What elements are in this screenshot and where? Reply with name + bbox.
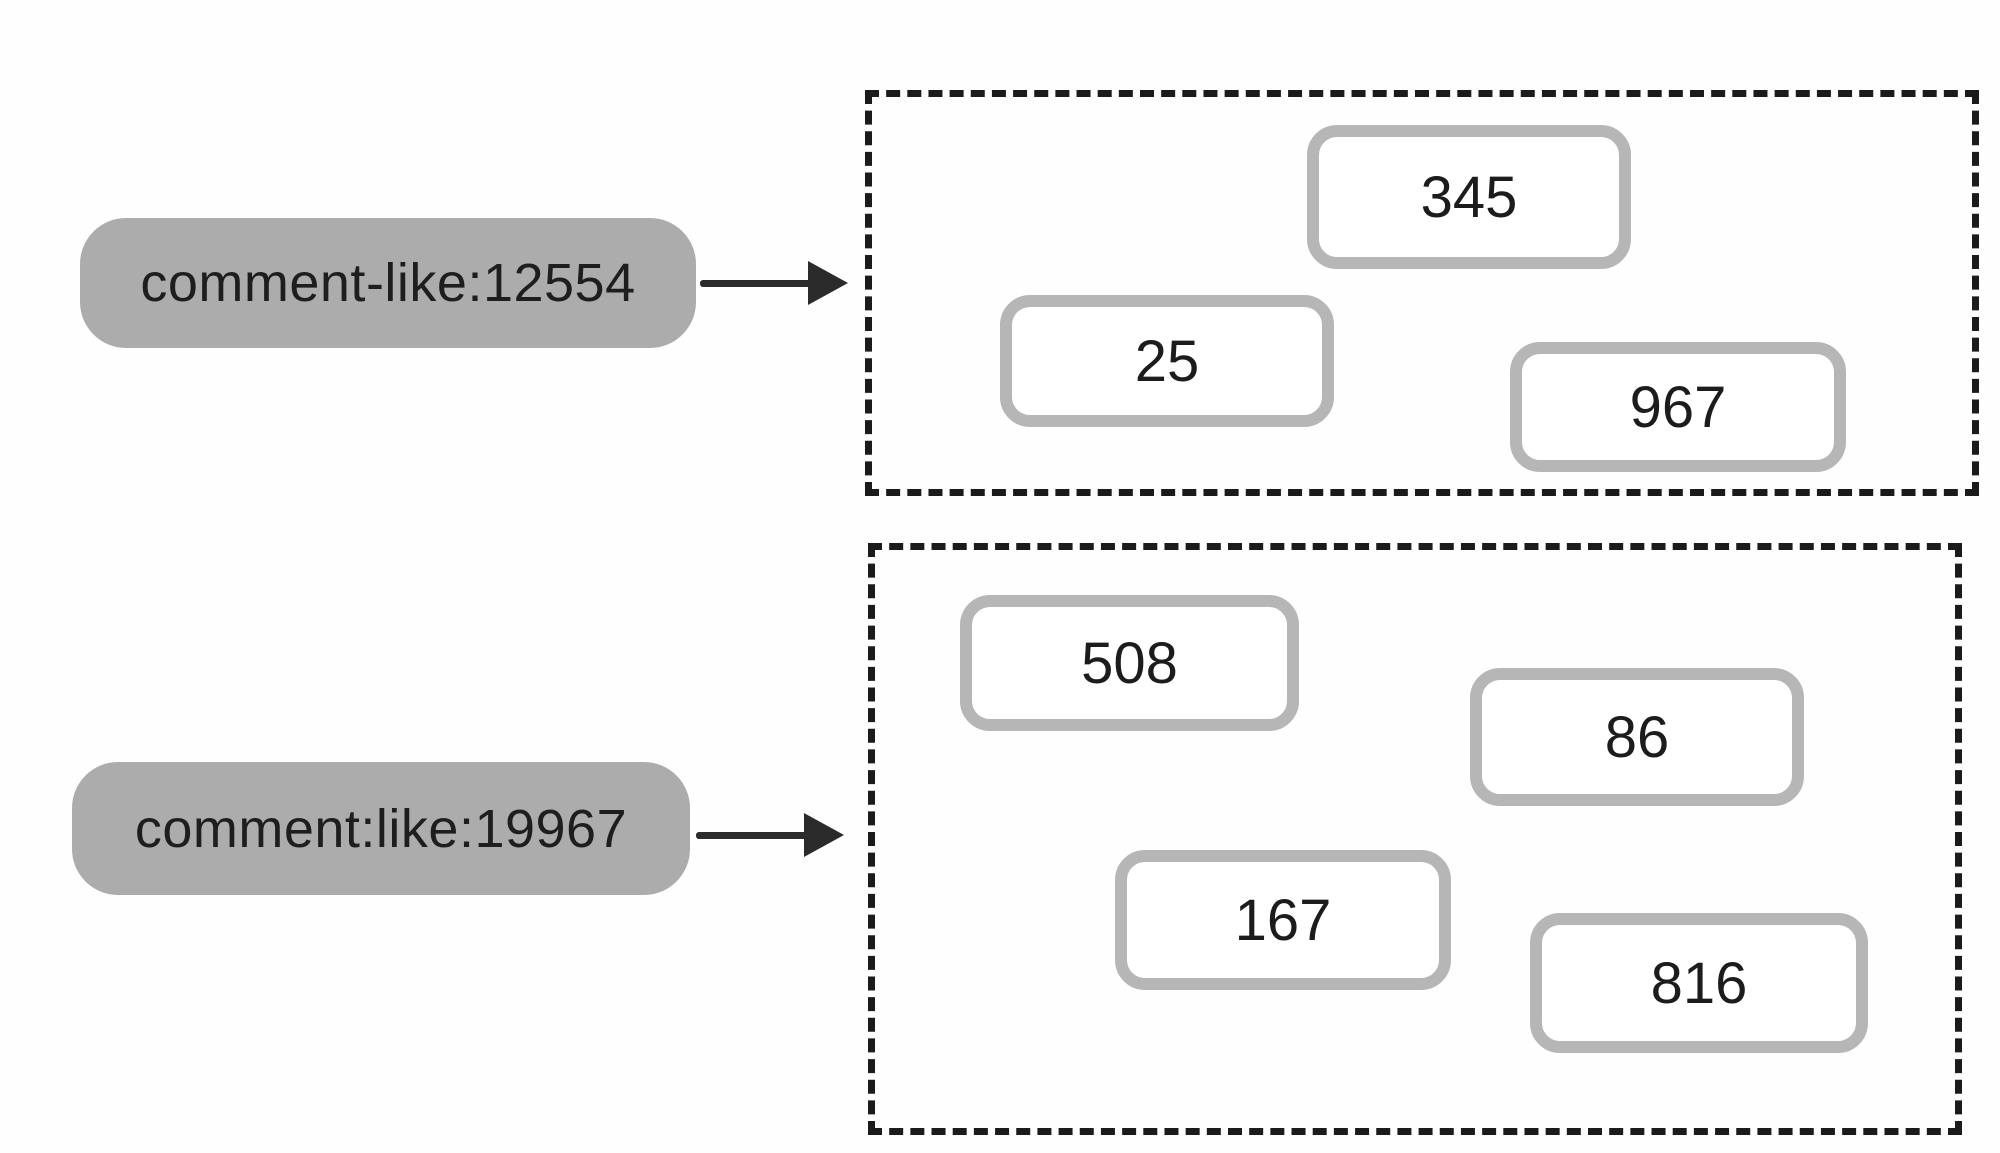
value-label: 86: [1604, 704, 1670, 770]
value-label: 967: [1629, 374, 1727, 440]
value-label: 167: [1234, 887, 1332, 953]
key-pill-comment-like-19967: comment:like:19967: [72, 762, 690, 895]
arrow-right-icon: [696, 813, 844, 857]
value-label: 25: [1134, 328, 1200, 394]
value-box: 86: [1470, 668, 1804, 806]
value-box: 508: [960, 595, 1299, 731]
value-box: 167: [1115, 850, 1451, 990]
value-box: 967: [1510, 342, 1846, 472]
arrow-right-icon: [700, 261, 848, 305]
arrow-shaft: [700, 280, 818, 287]
arrow-head: [804, 813, 844, 857]
arrow-shaft: [696, 832, 814, 839]
key-pill-comment-like-12554: comment-like:12554: [80, 218, 696, 348]
value-box: 345: [1307, 125, 1631, 269]
value-label: 816: [1650, 950, 1748, 1016]
value-box: 816: [1530, 913, 1868, 1053]
value-set-container-2: 508 86 167 816: [868, 543, 1962, 1135]
value-set-container-1: 345 25 967: [865, 90, 1979, 496]
key-label: comment:like:19967: [134, 798, 628, 859]
arrow-head: [808, 261, 848, 305]
value-box: 25: [1000, 295, 1334, 427]
value-label: 345: [1420, 164, 1518, 230]
value-label: 508: [1081, 630, 1178, 696]
key-label: comment-like:12554: [140, 253, 636, 313]
